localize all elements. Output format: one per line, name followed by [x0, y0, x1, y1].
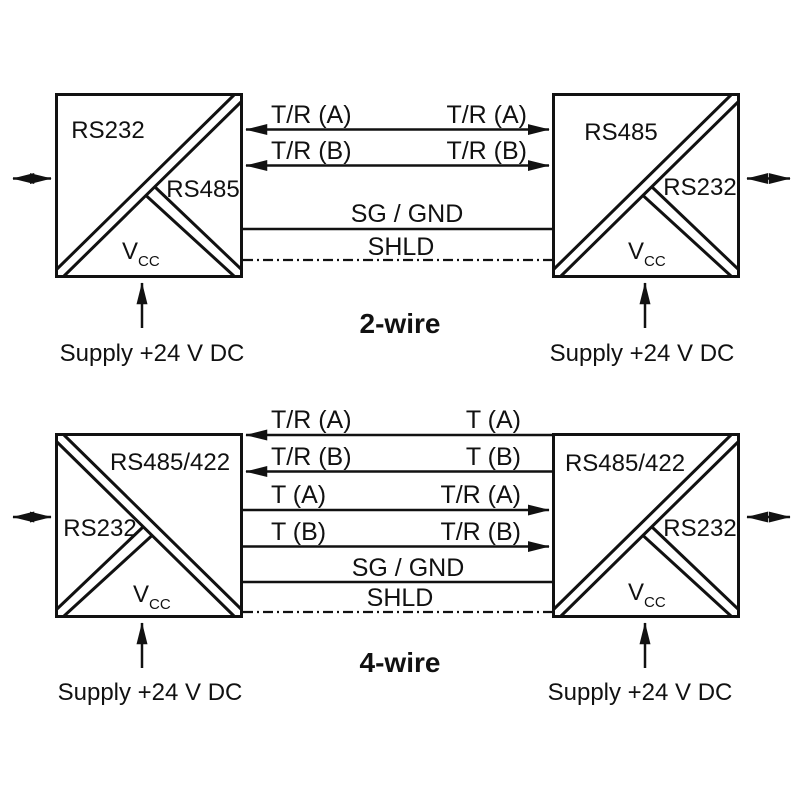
- wire-label: T/R (B): [440, 518, 521, 546]
- wire-label: T (A): [466, 406, 521, 434]
- vcc-label: VCC: [628, 579, 666, 611]
- caption-2wire: 2-wire: [360, 308, 441, 339]
- diagram-4wire: RS485/422 RS232 VCC RS485/422 RS232 VCC …: [12, 406, 791, 706]
- wire-label: SHLD: [368, 233, 435, 261]
- wire-label: SG / GND: [352, 554, 465, 582]
- vcc-base: V: [628, 579, 644, 606]
- caption-4wire: 4-wire: [360, 647, 441, 678]
- box-label-rs232-wedge: RS232: [663, 515, 736, 542]
- vcc-subscript: CC: [644, 594, 666, 611]
- wire-label: T/R (A): [271, 406, 352, 434]
- wire-label: T (B): [466, 443, 521, 471]
- supply-label: Supply +24 V DC: [60, 340, 245, 367]
- box-label-rs232: RS232: [71, 117, 144, 144]
- vcc-base: V: [133, 581, 149, 608]
- box-label-rs485: RS485: [584, 119, 657, 146]
- vcc-label: VCC: [122, 238, 160, 270]
- box-label-rs485-422: RS485/422: [110, 449, 230, 476]
- box-label-rs232-wedge: RS232: [63, 515, 136, 542]
- wire-label: T/R (B): [271, 137, 352, 165]
- vcc-subscript: CC: [149, 596, 171, 613]
- supply-label: Supply +24 V DC: [548, 679, 733, 706]
- vcc-base: V: [628, 238, 644, 265]
- wire-label: SG / GND: [351, 200, 464, 228]
- vcc-subscript: CC: [138, 253, 160, 270]
- wire-label: T (B): [271, 518, 326, 546]
- vcc-label: VCC: [628, 238, 666, 270]
- vcc-label: VCC: [133, 581, 171, 613]
- wire-label: SHLD: [367, 584, 434, 612]
- wire-label: T/R (A): [440, 481, 521, 509]
- supply-label: Supply +24 V DC: [58, 679, 243, 706]
- vcc-base: V: [122, 238, 138, 265]
- supply-label: Supply +24 V DC: [550, 340, 735, 367]
- wire-label: T/R (A): [446, 101, 527, 129]
- wire-label: T (A): [271, 481, 326, 509]
- box-label-rs485-422: RS485/422: [565, 450, 685, 477]
- box-label-rs485-wedge: RS485: [166, 176, 239, 203]
- wire-label: T/R (A): [271, 101, 352, 129]
- wire-label: T/R (B): [271, 443, 352, 471]
- diagram-2wire: RS232 RS485 VCC RS485 RS232 VCC T/R (A) …: [12, 93, 791, 367]
- box-label-rs232-wedge: RS232: [663, 174, 736, 201]
- wire-label: T/R (B): [446, 137, 527, 165]
- vcc-subscript: CC: [644, 253, 666, 270]
